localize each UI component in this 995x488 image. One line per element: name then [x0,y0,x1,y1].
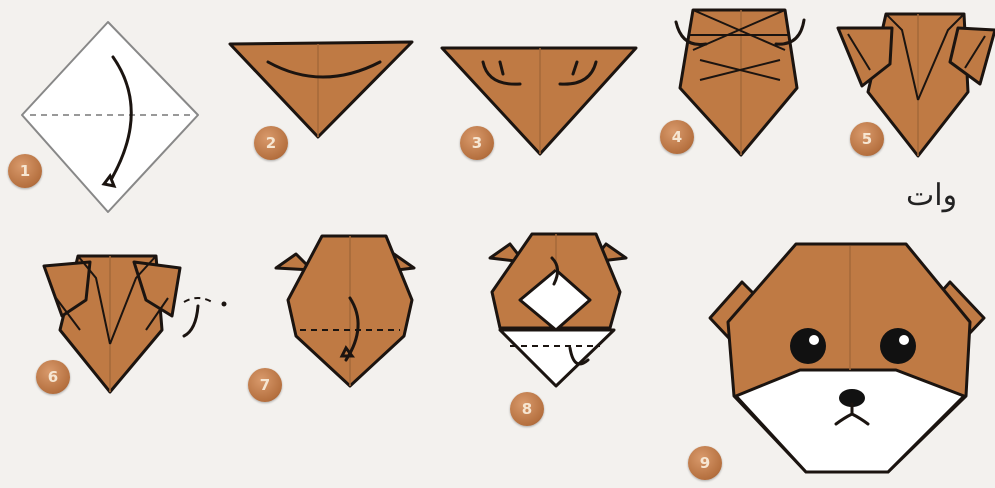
bear-muzzle [736,370,964,472]
step-number: 4 [672,128,682,146]
step-4-figure [676,10,804,155]
step-number: 2 [266,134,276,152]
step-badge-1: 1 [8,154,42,188]
step-9-figure [710,244,984,472]
step-8-figure [490,234,626,386]
step-badge-7: 7 [248,368,282,402]
step-number: 8 [522,400,532,418]
step-number: 3 [472,134,482,152]
step-number: 1 [20,162,30,180]
left-eye [790,328,826,364]
right-eye [880,328,916,364]
step-1-figure [22,22,198,212]
step-number: 9 [700,454,710,472]
caption-text: وات [906,178,957,213]
step-6-figure [44,256,227,392]
step-badge-8: 8 [510,392,544,426]
step-badge-6: 6 [36,360,70,394]
step-badge-3: 3 [460,126,494,160]
step-number: 5 [862,130,872,148]
step-7-figure [276,236,414,386]
step-number: 6 [48,368,58,386]
step-number: 7 [260,376,270,394]
step-badge-9: 9 [688,446,722,480]
step-2-figure [230,42,412,137]
step-badge-5: 5 [850,122,884,156]
step-badge-4: 4 [660,120,694,154]
step-badge-2: 2 [254,126,288,160]
